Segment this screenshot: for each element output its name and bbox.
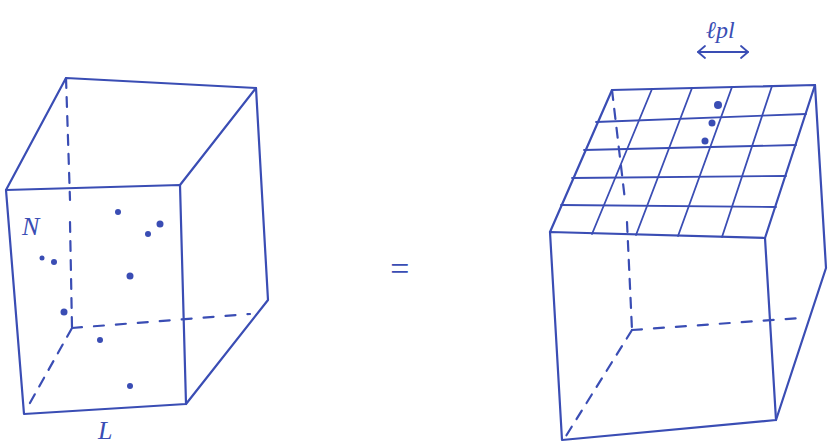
particle-dots bbox=[40, 209, 164, 389]
planck-grid bbox=[561, 86, 806, 237]
box-cube bbox=[6, 78, 268, 414]
side-length: L bbox=[98, 418, 112, 444]
length-arrow bbox=[698, 46, 748, 58]
holographic-cube bbox=[550, 85, 826, 440]
equals-sign: = bbox=[388, 252, 411, 286]
count-symbol: N bbox=[22, 214, 39, 240]
surface-dots bbox=[702, 101, 723, 145]
planck-length: ℓpl bbox=[706, 18, 735, 42]
